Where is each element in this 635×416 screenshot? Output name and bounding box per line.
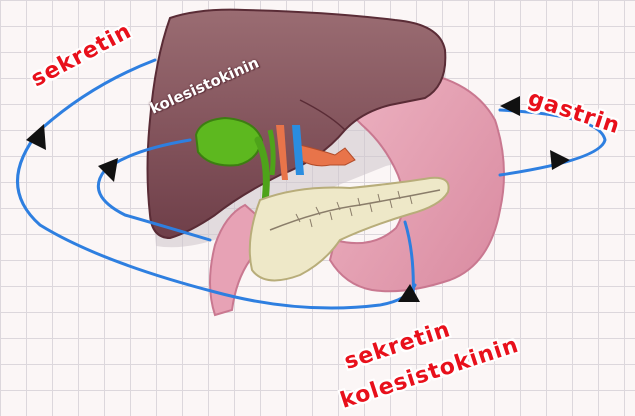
arrow-gastrin-top-icon: [500, 96, 520, 116]
arrow-gastrin-bottom-icon: [550, 150, 570, 170]
